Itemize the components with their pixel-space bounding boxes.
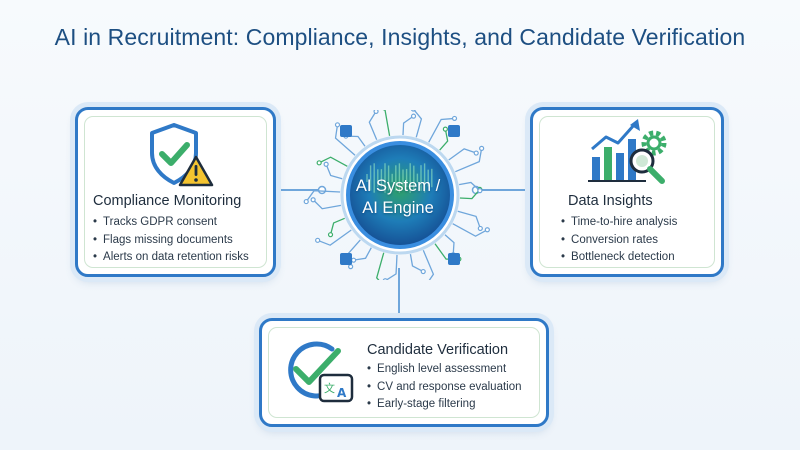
waveform-pattern	[366, 163, 433, 193]
circuit-node	[315, 237, 321, 243]
circuit-node	[323, 161, 329, 167]
circuit-trace	[353, 247, 372, 261]
circuit-node	[479, 145, 485, 151]
verification-item: CV and response evaluation	[367, 379, 522, 397]
circuit-node	[382, 278, 388, 280]
circuit-trace	[422, 250, 435, 280]
compliance-item: Flags missing documents	[93, 232, 249, 250]
svg-text:文: 文	[324, 381, 335, 395]
circuit-node	[477, 188, 483, 194]
insights-bullet-list: Time-to-hire analysis Conversion rates B…	[561, 214, 677, 267]
circuit-node	[310, 197, 316, 203]
circuit-trace	[318, 156, 348, 167]
hub-label-line1: AI System /	[355, 177, 441, 195]
circuit-node	[350, 257, 357, 263]
checkmark-translate-icon: 文 A	[288, 341, 354, 403]
circuit-trace	[452, 223, 488, 237]
compliance-item: Alerts on data retention risks	[93, 249, 249, 267]
circuit-trace	[385, 254, 398, 280]
circuit-node	[477, 225, 483, 232]
insights-item: Bottleneck detection	[561, 249, 677, 267]
circuit-node	[316, 160, 322, 166]
compliance-item: Tracks GDPR consent	[93, 214, 249, 232]
circuit-trace	[448, 148, 477, 161]
circuit-node	[420, 268, 426, 275]
shield-check-warning-icon	[150, 123, 214, 187]
circuit-trace	[439, 128, 449, 151]
circuit-node	[348, 264, 354, 270]
circuit-trace	[413, 110, 423, 138]
circuit-trace	[444, 234, 455, 255]
circuit-trace	[312, 199, 342, 210]
circuit-trace	[305, 190, 341, 202]
compliance-title: Compliance Monitoring	[93, 193, 242, 209]
circuit-trace	[458, 181, 481, 192]
circuit-trace	[382, 110, 391, 137]
hub-label-line2: AI Engine	[362, 199, 434, 217]
circuit-node	[327, 232, 334, 238]
circuit-chip-icon	[340, 125, 460, 265]
verification-bullet-list: English level assessment CV and response…	[367, 361, 522, 414]
circuit-trace	[428, 117, 455, 143]
bar-chart-magnifier-gear-icon	[588, 119, 667, 184]
circuit-node	[442, 126, 448, 132]
circuit-trace	[402, 115, 414, 136]
circuit-trace	[334, 124, 356, 156]
insights-item: Conversion rates	[561, 232, 677, 250]
circuit-node	[410, 113, 417, 119]
circuit-trace	[325, 164, 343, 180]
circuit-node	[473, 150, 479, 156]
svg-text:A: A	[337, 386, 347, 400]
circuit-trace	[329, 217, 345, 235]
circuit-node	[334, 122, 341, 128]
verification-item: English level assessment	[367, 361, 522, 379]
circuit-node	[303, 198, 309, 205]
circuit-trace	[455, 148, 483, 173]
circuit-node	[484, 227, 490, 233]
compliance-bullet-list: Tracks GDPR consent Flags missing docume…	[93, 214, 249, 267]
gear-icon	[641, 130, 667, 156]
circuit-node	[373, 110, 379, 114]
circuit-trace	[345, 135, 366, 147]
diagram-title: AI in Recruitment: Compliance, Insights,…	[54, 24, 746, 50]
circuit-hub-icon	[303, 110, 490, 280]
card-inner-border	[268, 327, 540, 418]
card-inner-border	[539, 116, 715, 268]
insights-title: Data Insights	[568, 193, 653, 209]
circuit-trace	[375, 252, 385, 280]
hub-label: AI System / AI Engine	[343, 175, 453, 219]
circuit-trace	[317, 229, 352, 246]
circuit-trace	[457, 210, 481, 229]
circuit-trace	[459, 188, 481, 200]
card-inner-border	[84, 116, 267, 268]
verification-item: Early-stage filtering	[367, 396, 522, 414]
circuit-trace	[409, 253, 424, 273]
verification-title: Candidate Verification	[367, 342, 509, 358]
magnifier-icon	[629, 148, 665, 184]
circuit-node	[451, 115, 458, 122]
insights-item: Time-to-hire analysis	[561, 214, 677, 232]
circuit-node	[410, 110, 416, 112]
circuit-trace	[368, 111, 378, 140]
